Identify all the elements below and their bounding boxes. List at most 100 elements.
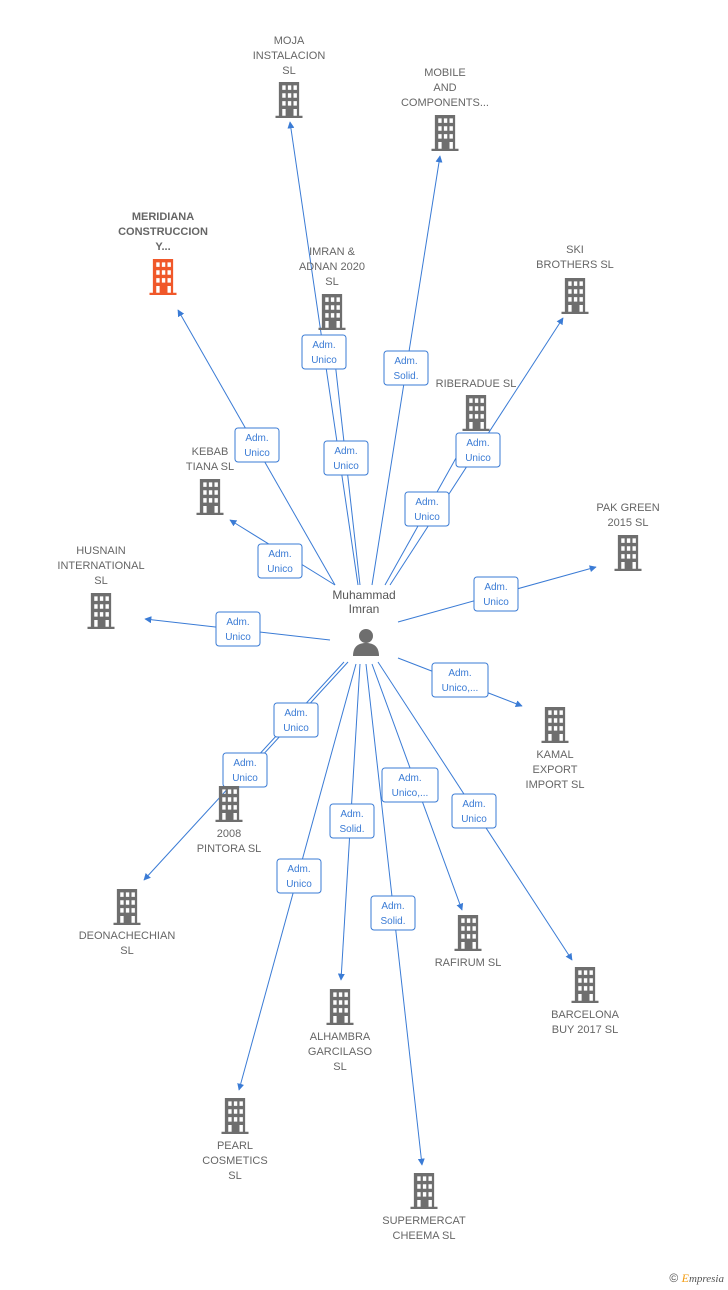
- company-node-mobile[interactable]: MOBILEANDCOMPONENTS...: [401, 67, 489, 151]
- role-badge-barcelona[interactable]: Adm.Unico: [451, 793, 497, 829]
- building-icon[interactable]: [326, 989, 354, 1025]
- building-icon[interactable]: [454, 915, 482, 951]
- company-name-line-1: MOJA: [274, 35, 305, 47]
- company-name-line-3: SL: [282, 65, 295, 77]
- role-badge-pearl[interactable]: Adm. Unico: [276, 858, 322, 894]
- role-text-line-1: Adm.: [233, 758, 256, 769]
- building-icon[interactable]: [571, 967, 599, 1003]
- company-name-line-2: INTERNATIONAL: [57, 560, 144, 572]
- role-text-line-2: Unico: [232, 773, 258, 784]
- role-text-line-1: Adm.: [415, 497, 438, 508]
- building-icon[interactable]: [614, 535, 642, 571]
- role-badge-box: [383, 350, 429, 386]
- role-text-line-1: Adm.: [245, 433, 268, 444]
- footer-brand: © Empresia: [669, 1271, 724, 1286]
- role-badge-alhambra[interactable]: Adm.Solid.: [329, 803, 375, 839]
- role-text-line-1: Adm.: [287, 864, 310, 875]
- brand-name: mpresia: [688, 1273, 724, 1285]
- building-icon[interactable]: [410, 1173, 438, 1209]
- role-badge-box: [273, 702, 319, 738]
- role-text-line-1: Adm.: [381, 901, 404, 912]
- building-icon[interactable]: [149, 259, 177, 295]
- company-name-line-2: EXPORT: [532, 764, 577, 776]
- company-name-line-1: MOBILE: [424, 67, 466, 79]
- company-node-meridiana[interactable]: MERIDIANACONSTRUCCIONY...: [118, 211, 208, 295]
- company-name-line-1: 2008: [217, 828, 241, 840]
- role-text-line-2: Unico: [225, 632, 251, 643]
- role-badge-ski[interactable]: Adm.Unico: [455, 432, 501, 468]
- role-badge-box: [473, 576, 519, 612]
- building-icon[interactable]: [275, 82, 303, 118]
- company-node-riberadue[interactable]: RIBERADUE SL: [436, 378, 517, 431]
- company-name-line-2: COSMETICS: [202, 1155, 267, 1167]
- role-badge-kebab[interactable]: Adm. Unico: [257, 543, 303, 579]
- role-badge-mobile[interactable]: Adm.Solid.: [383, 350, 429, 386]
- role-text-line-1: Adm.: [334, 446, 357, 457]
- company-name-line-1: MERIDIANA: [132, 211, 194, 223]
- role-badge-moja[interactable]: Adm. Unico: [301, 334, 347, 370]
- role-badge-husnain[interactable]: Adm.Unico: [215, 611, 261, 647]
- role-badge-box: [257, 543, 303, 579]
- building-icon[interactable]: [561, 278, 589, 314]
- role-text-line-1: Adm.: [268, 549, 291, 560]
- role-badge-meridiana[interactable]: Adm.Unico: [234, 427, 280, 463]
- role-badge-pintora[interactable]: Adm.Unico: [273, 702, 319, 738]
- company-name-line-1: RIBERADUE SL: [436, 378, 517, 390]
- person-icon[interactable]: [353, 629, 379, 656]
- building-icon[interactable]: [196, 479, 224, 515]
- building-icon[interactable]: [431, 115, 459, 151]
- role-badge-box: [451, 793, 497, 829]
- role-text-line-2: Unico: [286, 879, 312, 890]
- role-text-line-2: Unico: [465, 453, 491, 464]
- building-icon[interactable]: [541, 707, 569, 743]
- company-name-line-1: SKI: [566, 244, 584, 256]
- role-text-line-1: Adm.: [398, 773, 421, 784]
- role-badge-box: [234, 427, 280, 463]
- role-text-line-2: Solid.: [393, 371, 418, 382]
- company-name-line-1: IMRAN &: [309, 246, 356, 258]
- role-badge-riberadue[interactable]: Adm.Unico: [404, 491, 450, 527]
- building-icon[interactable]: [215, 786, 243, 822]
- company-name-line-2: AND: [433, 82, 456, 94]
- role-badge-pakgreen[interactable]: Adm.Unico: [473, 576, 519, 612]
- building-icon[interactable]: [113, 889, 141, 925]
- building-icon[interactable]: [87, 593, 115, 629]
- role-text-line-1: Adm.: [284, 708, 307, 719]
- building-icon[interactable]: [318, 294, 346, 330]
- company-name-line-2: PINTORA SL: [197, 843, 262, 855]
- company-name-line-2: SL: [120, 945, 133, 957]
- building-icon[interactable]: [221, 1098, 249, 1134]
- role-text-line-1: Adm.: [312, 340, 335, 351]
- role-badge-supermercat[interactable]: Adm.Solid.: [370, 895, 416, 931]
- center-person[interactable]: Muhammad Imran: [332, 588, 396, 656]
- role-text-line-2: Unico: [267, 564, 293, 575]
- role-text-line-1: Adm.: [484, 582, 507, 593]
- role-badge-deonachechian[interactable]: Adm. Unico: [222, 752, 268, 788]
- role-badge-kamal[interactable]: Adm.Unico,...: [431, 662, 489, 698]
- company-node-rafirum[interactable]: RAFIRUM SL: [435, 915, 502, 969]
- company-name-line-1: KEBAB: [192, 446, 229, 458]
- company-name-line-1: ALHAMBRA: [310, 1031, 371, 1043]
- role-badge-box: [381, 767, 439, 803]
- role-badge-box: [215, 611, 261, 647]
- role-badge-box: [455, 432, 501, 468]
- role-text-line-2: Unico: [311, 355, 337, 366]
- company-name-line-2: 2015 SL: [608, 517, 649, 529]
- building-icon[interactable]: [462, 395, 490, 431]
- role-badge-imran[interactable]: Adm.Unico: [323, 440, 369, 476]
- role-badge-rafirum[interactable]: Adm.Unico,...: [381, 767, 439, 803]
